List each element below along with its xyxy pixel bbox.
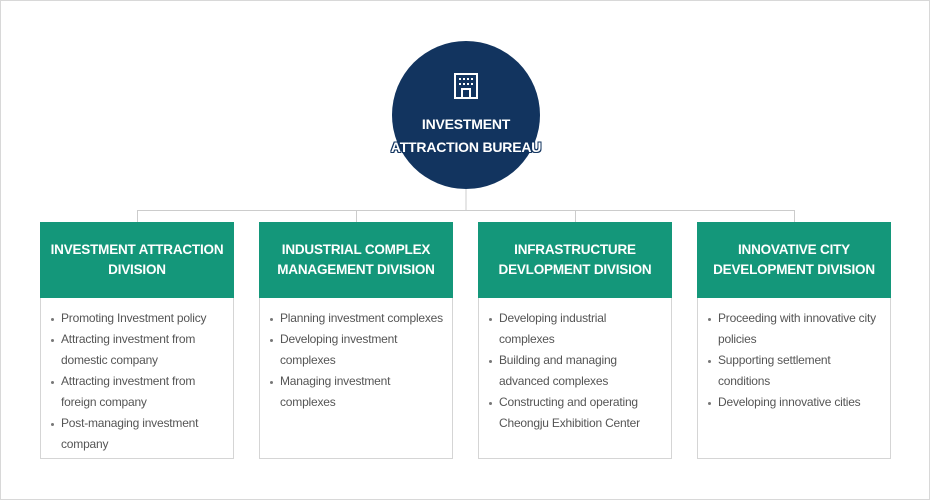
list-item: Supporting settlement conditions bbox=[706, 350, 882, 392]
division-investment-attraction: INVESTMENT ATTRACTION DIVISION Promoting… bbox=[40, 222, 234, 459]
division-header: INVESTMENT ATTRACTION DIVISION bbox=[40, 222, 234, 298]
list-item: Developing industrial complexes bbox=[487, 308, 663, 350]
list-item: Developing investment complexes bbox=[268, 329, 444, 371]
list-item: Promoting Investment policy bbox=[49, 308, 225, 329]
division-body: Planning investment complexes Developing… bbox=[259, 298, 453, 459]
division-header: INDUSTRIAL COMPLEX MANAGEMENT DIVISION bbox=[259, 222, 453, 298]
division-duty-list: Promoting Investment policy Attracting i… bbox=[49, 308, 225, 455]
list-item: Constructing and operating Cheongju Exhi… bbox=[487, 392, 663, 434]
division-title-line2: MANAGEMENT DIVISION bbox=[277, 262, 435, 277]
division-body: Proceeding with innovative city policies… bbox=[697, 298, 891, 459]
division-innovative-city-development: INNOVATIVE CITY DEVELOPMENT DIVISION Pro… bbox=[697, 222, 891, 459]
division-body: Developing industrial complexes Building… bbox=[478, 298, 672, 459]
list-item: Managing investment complexes bbox=[268, 371, 444, 413]
division-title-line1: INNOVATIVE CITY bbox=[737, 242, 850, 257]
list-item: Attracting investment from domestic comp… bbox=[49, 329, 225, 371]
division-title-line2: DEVLOPMENT DIVISION bbox=[498, 262, 652, 277]
division-title-line1: INFRASTRUCTURE bbox=[514, 242, 636, 257]
bureau-node: INVESTMENT ATTRACTION BUREAU bbox=[391, 41, 541, 189]
division-title-line2: DIVISION bbox=[108, 262, 166, 277]
bureau-title: INVESTMENT ATTRACTION BUREAU bbox=[372, 113, 560, 159]
list-item: Building and managing advanced complexes bbox=[487, 350, 663, 392]
list-item: Proceeding with innovative city policies bbox=[706, 308, 882, 350]
division-header: INNOVATIVE CITY DEVELOPMENT DIVISION bbox=[697, 222, 891, 298]
building-icon bbox=[454, 73, 478, 99]
division-title-line2: DEVELOPMENT DIVISION bbox=[713, 262, 875, 277]
division-infrastructure-development: INFRASTRUCTURE DEVLOPMENT DIVISION Devel… bbox=[478, 222, 672, 459]
division-header: INFRASTRUCTURE DEVLOPMENT DIVISION bbox=[478, 222, 672, 298]
list-item: Attracting investment from foreign compa… bbox=[49, 371, 225, 413]
division-body: Promoting Investment policy Attracting i… bbox=[40, 298, 234, 459]
list-item: Post-managing investment company bbox=[49, 413, 225, 455]
division-title-line1: INVESTMENT ATTRACTION bbox=[50, 242, 224, 257]
division-industrial-complex-management: INDUSTRIAL COMPLEX MANAGEMENT DIVISION P… bbox=[259, 222, 453, 459]
list-item: Developing innovative cities bbox=[706, 392, 882, 413]
bureau-title-line1: INVESTMENT bbox=[421, 116, 511, 132]
division-duty-list: Proceeding with innovative city policies… bbox=[706, 308, 882, 413]
division-duty-list: Developing industrial complexes Building… bbox=[487, 308, 663, 434]
division-duty-list: Planning investment complexes Developing… bbox=[268, 308, 444, 413]
division-title-line1: INDUSTRIAL COMPLEX bbox=[281, 242, 431, 257]
list-item: Planning investment complexes bbox=[268, 308, 444, 329]
bureau-title-line2: ATTRACTION BUREAU bbox=[390, 139, 542, 155]
